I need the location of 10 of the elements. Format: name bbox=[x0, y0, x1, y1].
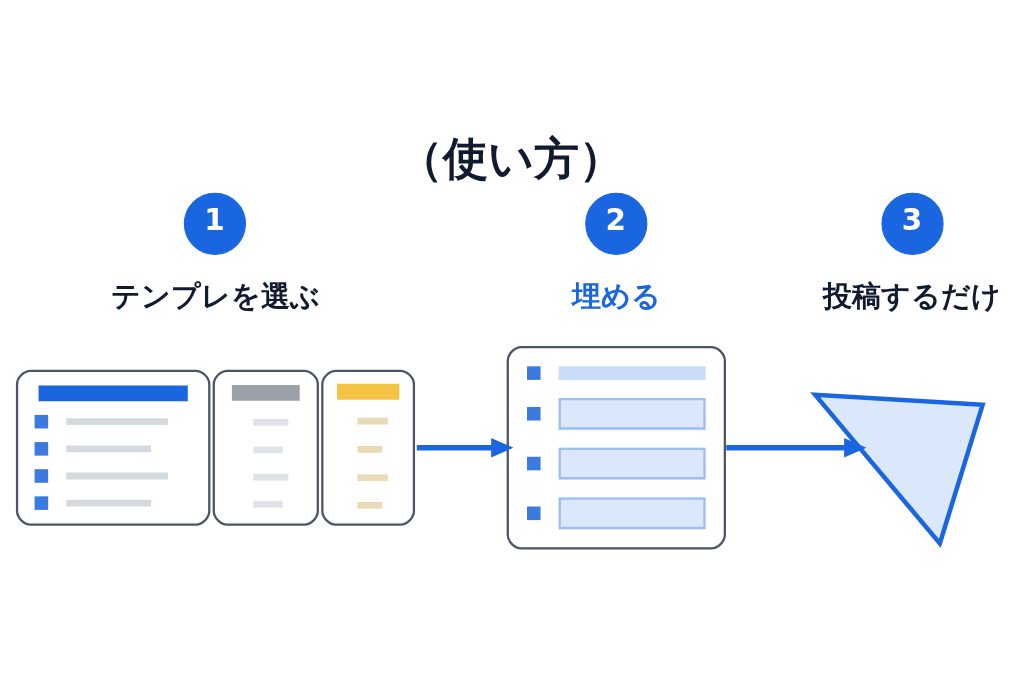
arrow bbox=[416, 437, 514, 457]
node-circle: 2 bbox=[585, 192, 648, 255]
node-circle: 3 bbox=[881, 192, 944, 255]
arrow bbox=[726, 437, 867, 457]
diagram-title: （使い方） bbox=[398, 131, 625, 185]
node-label: 埋める bbox=[571, 278, 661, 313]
node-circle: 1 bbox=[183, 192, 246, 255]
node-label: 投稿するだけ bbox=[823, 278, 1002, 313]
node-label: テンプレを選ぶ bbox=[110, 278, 320, 313]
node-picture bbox=[810, 391, 986, 548]
